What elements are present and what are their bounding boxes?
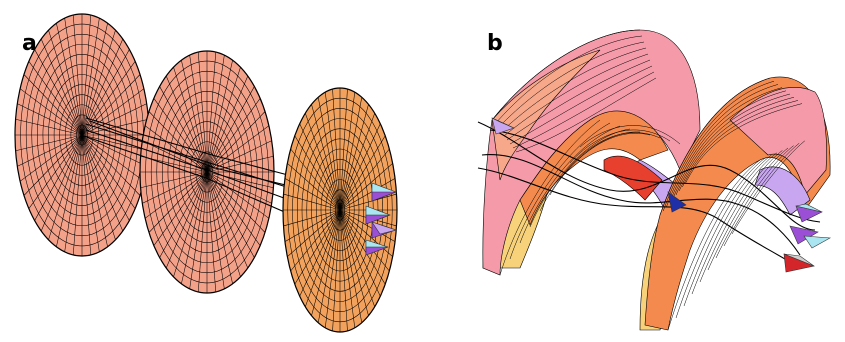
panel-label-a: a [22, 33, 37, 55]
arrow-cone [784, 254, 814, 272]
panel-label-b: b [487, 33, 503, 55]
disc-2 [140, 51, 274, 293]
panel-b [478, 30, 830, 330]
panel-a [15, 14, 397, 332]
arrow-cone [796, 204, 822, 222]
disc-3 [283, 88, 397, 332]
